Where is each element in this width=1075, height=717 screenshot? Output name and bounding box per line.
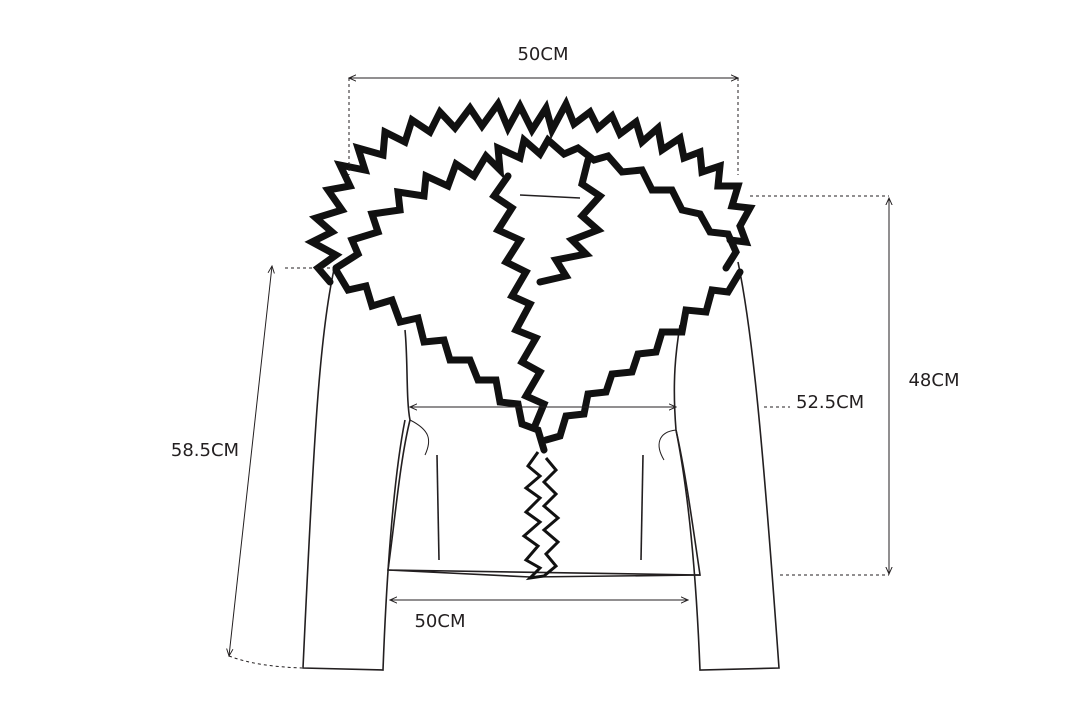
chest-width-label: 52.5CM bbox=[796, 392, 864, 413]
chest-width-dimension: 52.5CM bbox=[410, 392, 864, 413]
right-lapel-trim bbox=[542, 268, 744, 444]
center-front-trim-right bbox=[536, 156, 606, 286]
shoulder-width-label: 50CM bbox=[517, 44, 568, 65]
left-dart bbox=[436, 454, 440, 561]
fur-hood bbox=[304, 95, 756, 581]
jacket-body bbox=[302, 194, 780, 671]
front-zip-fur bbox=[521, 451, 561, 581]
hood-inner-trim bbox=[332, 133, 740, 272]
hood-outer-trim bbox=[304, 95, 756, 286]
right-dart bbox=[640, 454, 644, 561]
body-length-label: 48CM bbox=[908, 370, 959, 391]
sleeve-length-arrow bbox=[229, 266, 272, 656]
shoulder-width-dimension: 50CM bbox=[349, 44, 738, 175]
sleeve-length-label: 58.5CM bbox=[171, 440, 239, 461]
right-waist-seam bbox=[658, 429, 677, 461]
center-front-trim bbox=[489, 172, 549, 432]
sleeve-bottom-guide bbox=[228, 655, 303, 669]
sleeve-length-dimension: 58.5CM bbox=[171, 266, 330, 669]
left-sleeve bbox=[302, 264, 406, 671]
left-waist-seam bbox=[409, 419, 430, 456]
hem-width-dimension: 50CM bbox=[390, 600, 688, 632]
body-length-dimension: 48CM bbox=[750, 195, 960, 576]
neck-back bbox=[519, 194, 581, 199]
right-sleeve bbox=[675, 261, 780, 671]
hem-width-label: 50CM bbox=[414, 611, 465, 632]
